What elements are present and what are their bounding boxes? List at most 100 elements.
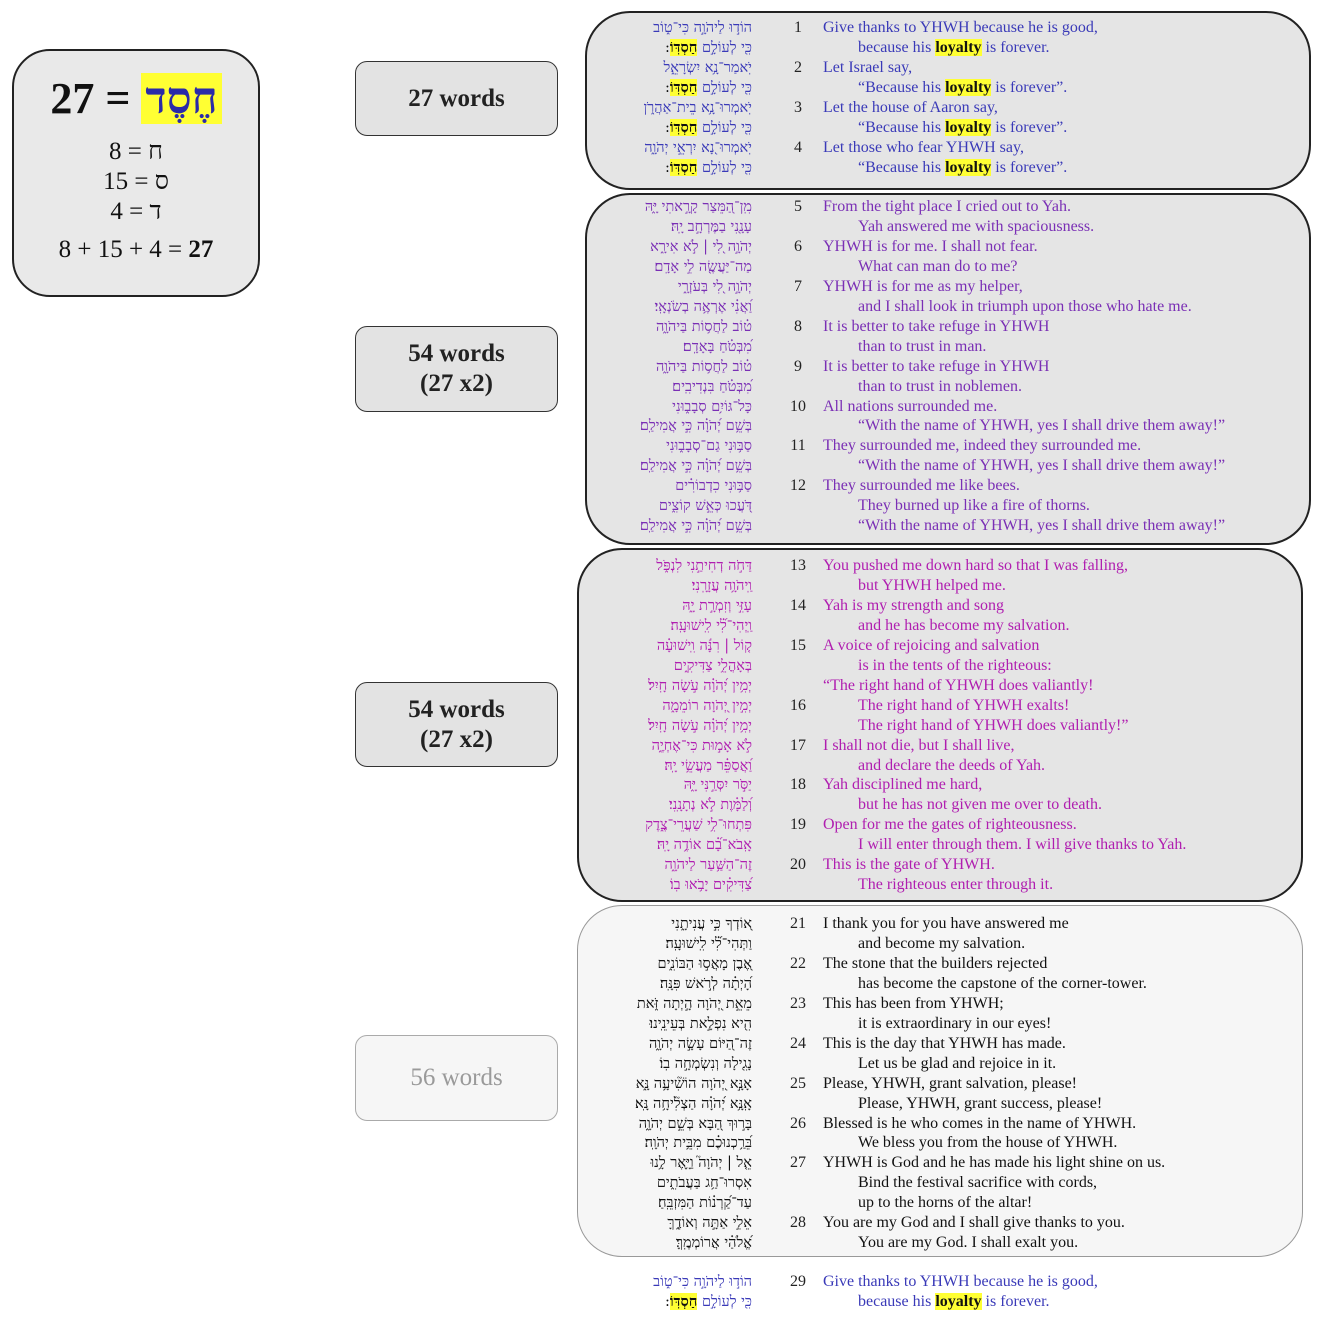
- english-text-part: Let those who fear YHWH say,: [823, 138, 1024, 156]
- hebrew-text: ט֗וֹב לַחֲס֥וֹת בַּיהֹוָ֑ה: [656, 317, 752, 337]
- hebrew-text-part: כִּ֖י לְעוֹלָ֣ם: [697, 119, 752, 136]
- verse-number: 10: [790, 397, 806, 415]
- hebrew-text-part: הוֹד֣וּ לַיהֹוָ֣ה כִּי־ט֑וֹב: [653, 1274, 752, 1290]
- text-line: וַ֝אֲסַפֵּ֗ר מַעֲשֵׂ֥י יָֽהּ׃and declare…: [0, 756, 1324, 776]
- text-line: הִ֖יא נִפְלָ֣את בְּעֵינֵֽינוּ׃it is extr…: [0, 1014, 1324, 1034]
- english-text: This is the day that YHWH has made.: [823, 1034, 1066, 1054]
- text-line: יְמִ֥ין יְ֝הֹוָ֗ה עֹ֣שָׂה חָֽיִל׃The rig…: [0, 716, 1324, 736]
- verse-number: 4: [794, 138, 802, 156]
- english-text-part: because his: [858, 1292, 936, 1310]
- hebrew-text: עָנָ֖נִי בַמֶּרְחָ֣ב יָֽהּ׃: [671, 217, 752, 237]
- hebrew-text: בְּשֵׁ֥ם יְ֝הֹוָ֗ה כִּ֣י אֲמִילַֽם׃: [640, 516, 752, 536]
- english-text-part: has become the capstone of the corner-to…: [858, 974, 1147, 992]
- hebrew-text-part: צַ֝דִּיקִ֗ים יָבֹ֥אוּ בֽוֹ׃: [669, 877, 752, 894]
- english-text: and he has become my salvation.: [858, 616, 1070, 636]
- hesed-highlight: חַסְדּֽוֹ: [669, 158, 698, 176]
- hebrew-text-part: בְּשֵׁ֥ם יְ֝הֹוָ֗ה כִּ֣י אֲמִילַֽם׃: [639, 418, 752, 435]
- verse-number: 7: [794, 277, 802, 295]
- hebrew-text: יֹֽאמְרוּ־נָ֭א יִרְאֵ֣י יְהֹוָ֑ה: [644, 138, 752, 158]
- verse-number: 12: [790, 477, 806, 495]
- gematria-row-het: 8 = ח: [109, 138, 163, 165]
- hebrew-text-part: יְמִ֣ין יְ֭הֹוָה רוֹמֵמָ֑ה: [662, 697, 752, 714]
- english-text-part: and I shall look in triumph upon those w…: [858, 297, 1192, 315]
- hebrew-text: וַ֝אֲנִ֗י אֶרְאֶ֥ה בְשֹׂנְאָֽי׃: [655, 297, 753, 317]
- word-count-box-4: 56 words: [355, 1035, 558, 1121]
- verse-number: 11: [790, 437, 806, 455]
- hebrew-text-part: עַד־קַ֝רְנ֗וֹת הַמִּזְבֵּֽחַ׃: [657, 1195, 752, 1212]
- text-line: כִּ֖י לְעוֹלָ֣ם חַסְדּֽוֹ:“Because his l…: [0, 118, 1324, 138]
- hebrew-text-tail: :: [664, 119, 670, 136]
- verse-number: 8: [794, 317, 802, 335]
- hebrew-text-part: כִּ֖י לְעוֹלָ֣ם: [697, 159, 752, 176]
- word-count-label: 54 words: [408, 695, 505, 723]
- english-text-part: and declare the deeds of Yah.: [858, 756, 1046, 774]
- english-text: Give thanks to YHWH because he is good,: [823, 18, 1098, 38]
- english-text: We bless you from the house of YHWH.: [858, 1133, 1117, 1153]
- english-text-part: “Because his: [858, 158, 946, 176]
- english-text: “Because his loyalty is forever”.: [858, 158, 1067, 178]
- hebrew-text: אֶ֭בֶן מָאֲס֣וּ הַבּוֹנִ֑ים: [658, 954, 752, 974]
- hebrew-text-part: אֵ֤ל | יְהֹוָה֮ וַיָּ֪אֶר לָ֥נוּ: [650, 1155, 752, 1172]
- english-text-part: Bind the festival sacrifice with cords,: [858, 1174, 1098, 1192]
- text-line: וַֽיהֹוָ֥ה עֲזָרָֽנִי׃but YHWH helped me…: [0, 576, 1324, 596]
- english-text: I shall not die, but I shall live,: [823, 736, 1015, 756]
- english-text-part: YHWH is for me as my helper,: [823, 277, 1023, 295]
- english-text-part: The right hand of YHWH does valiantly!”: [858, 716, 1129, 734]
- hebrew-text: בְּאָהֳלֵ֥י צַדִּיקִ֑ים: [674, 656, 752, 676]
- verse-number: 14: [790, 596, 806, 614]
- gematria-row-samekh: 15 = ס: [103, 168, 169, 195]
- english-text: Open for me the gates of righteousness.: [823, 815, 1077, 835]
- english-text: You are my God and I shall give thanks t…: [823, 1213, 1125, 1233]
- hebrew-text-part: דֹּ֭עֲכוּ כְּאֵ֣שׁ קוֹצִ֑ים: [658, 498, 752, 515]
- hebrew-text: בְּשֵׁ֥ם יְ֝הֹוָ֗ה כִּ֣י אֲמִילַֽם׃: [640, 456, 752, 476]
- hebrew-text: מִֽן־הַ֭מֵּצַר קָרָ֣אתִי יָּ֑הּ: [645, 197, 752, 217]
- hebrew-text: זֶה־הַשַּׁ֥עַר לַיהֹוָ֑ה: [665, 855, 752, 875]
- english-text-part: This is the day that YHWH has made.: [823, 1034, 1066, 1052]
- english-text: and declare the deeds of Yah.: [858, 756, 1045, 776]
- hebrew-text-part: וַתְּהִי־לִ֝֗י לִֽישׁוּעָֽה׃: [665, 935, 752, 952]
- english-text-part: Blessed is he who comes in the name of Y…: [823, 1114, 1137, 1132]
- english-text-tail: is forever.: [981, 1292, 1050, 1310]
- hebrew-text-tail: :: [664, 39, 670, 56]
- gematria-word-hesed: חֶסֶד: [141, 73, 222, 124]
- english-text-part: YHWH is God and he has made his light sh…: [823, 1154, 1166, 1172]
- english-text-part: is in the tents of the righteous:: [858, 656, 1052, 674]
- english-text: because his loyalty is forever.: [858, 38, 1050, 58]
- hebrew-text-part: א֭וֹדְךָ כִּ֣י עֲנִיתָ֑נִי: [671, 916, 752, 932]
- loyalty-highlight: loyalty: [935, 1292, 982, 1310]
- verse-number: 18: [790, 776, 806, 794]
- english-text-tail: is forever”.: [991, 118, 1068, 136]
- english-text-tail: is forever.: [981, 38, 1050, 56]
- hebrew-text: וַֽיְהִי־לִ֝֗י לִֽישׁוּעָֽה׃: [670, 616, 752, 636]
- english-text-part: Please, YHWH, grant success, please!: [858, 1094, 1103, 1112]
- hebrew-text-part: מִ֝בְּטֹ֗חַ בִּנְדִיבִֽים׃: [672, 378, 752, 395]
- text-line: מַה־יַּעֲשֶׂ֖ה לִ֣י אָדָֽם׃What can man …: [0, 257, 1324, 277]
- english-text: Yah is my strength and song: [823, 596, 1004, 616]
- english-text-part: because his: [858, 38, 936, 56]
- english-text: Let us be glad and rejoice in it.: [858, 1054, 1056, 1074]
- gematria-sum-text: 8 + 15 + 4 =: [58, 236, 189, 263]
- verse-number: 16: [790, 696, 806, 714]
- hebrew-text: א֭וֹדְךָ כִּ֣י עֲנִיתָ֑נִי: [671, 914, 752, 934]
- text-line: יְמִ֥ין יְ֝הֹוָ֗ה עֹ֣שָׂה חָֽיִל׃“The ri…: [0, 676, 1324, 696]
- english-text: The righteous enter through it.: [858, 875, 1053, 895]
- english-text-part: “With the name of YHWH, yes I shall driv…: [858, 457, 1226, 475]
- section-panel-2: [585, 193, 1311, 545]
- verse-number: 2: [794, 58, 802, 76]
- hebrew-text: עַד־קַ֝רְנ֗וֹת הַמִּזְבֵּֽחַ׃: [658, 1193, 752, 1213]
- verse-number: 23: [790, 994, 806, 1012]
- verse-number: 20: [790, 856, 806, 874]
- english-text: Yah disciplined me hard,: [823, 775, 982, 795]
